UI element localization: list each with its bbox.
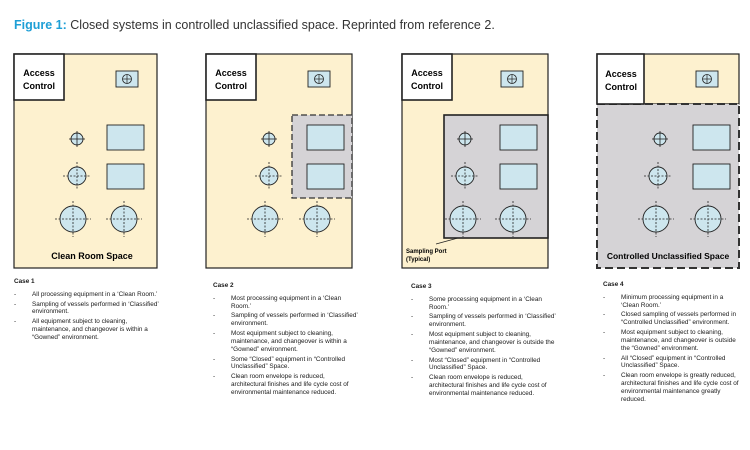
access-control-room [205, 53, 257, 101]
panel-case-4: Access Control Controlled Unclassified S… [596, 53, 740, 269]
case-bullet: All processing equipment in a ‘Clean Roo… [14, 291, 164, 299]
ceiling-port-icon [695, 70, 719, 88]
area-label: Controlled Unclassified Space [607, 251, 730, 261]
access-label-line2: Control [23, 81, 55, 91]
sampling-port-callout-line2: (Typical) [406, 257, 430, 263]
case-bullet: All equipment subject to cleaning, maint… [14, 318, 164, 341]
tank-rectangle-icon [306, 124, 345, 151]
tank-rectangle-icon [499, 124, 538, 151]
case-title: Case 3 [411, 283, 432, 290]
case-title: Case 4 [603, 281, 624, 288]
panel-case-1: Access Control Clean Room Space [13, 53, 158, 269]
case-2-notes: Case 2 Most processing equipment in a ‘Cl… [213, 282, 359, 399]
tank-rectangle-icon [692, 124, 731, 151]
case-bullet-list: Some processing equipment in a ‘Clean Ro… [411, 296, 557, 398]
ceiling-port-icon [307, 70, 331, 88]
case-title: Case 1 [14, 278, 35, 285]
tank-rectangle-icon [499, 163, 538, 190]
sampling-port-callout-line1: Sampling Port [406, 249, 447, 255]
case-bullet: Closed sampling of vessels performed in … [603, 311, 743, 327]
case-bullet: Most processing equipment in a ‘Clean Ro… [213, 295, 359, 311]
access-control-room [596, 53, 645, 105]
access-label-line1: Access [411, 68, 443, 78]
case-bullet: Sampling of vessels performed in ‘Classi… [14, 301, 164, 317]
access-control-room [13, 53, 65, 101]
figure-title: Figure 1: Closed systems in controlled u… [14, 18, 495, 32]
case-bullet-list: All processing equipment in a ‘Clean Roo… [14, 291, 164, 342]
access-label-line2: Control [411, 81, 443, 91]
figure-caption: Closed systems in controlled unclassifie… [70, 18, 495, 32]
case-bullet: Most equipment subject to cleaning, main… [603, 329, 743, 352]
case-bullet: Some processing equipment in a ‘Clean Ro… [411, 296, 557, 312]
case-bullet: Most equipment subject to cleaning, main… [411, 331, 557, 354]
case-3-notes: Case 3 Some processing equipment in a ‘Cl… [411, 283, 557, 400]
access-label-line2: Control [605, 82, 637, 92]
case-bullet: All “Closed” equipment in “Controlled Un… [603, 355, 743, 371]
tank-rectangle-icon [692, 163, 731, 190]
area-label: Clean Room Space [51, 251, 133, 261]
tank-rectangle-icon [306, 163, 345, 190]
case-bullet: Clean room envelope is greatly reduced, … [603, 372, 743, 403]
case-4-notes: Case 4 Minimum processing equipment in a … [603, 281, 743, 405]
panel-case-2: Access Control [205, 53, 353, 269]
tank-rectangle-icon [106, 124, 145, 151]
case-bullet-list: Minimum processing equipment in a ‘Clean… [603, 294, 743, 404]
case-bullet: Most equipment subject to cleaning, main… [213, 330, 359, 353]
case-title: Case 2 [213, 282, 234, 289]
case-bullet: Clean room envelope is reduced, architec… [213, 373, 359, 396]
case-bullet: Minimum processing equipment in a ‘Clean… [603, 294, 743, 310]
case-1-notes: Case 1 All processing equipment in a ‘Cle… [14, 278, 164, 344]
case-bullet: Some “Closed” equipment in “Controlled U… [213, 356, 359, 372]
figure-number: Figure 1: [14, 18, 67, 32]
access-label-line1: Access [215, 68, 247, 78]
panel-case-3: Access Control Sampling Port (Typical) [401, 53, 549, 269]
tank-rectangle-icon [106, 163, 145, 190]
case-bullet: Sampling of vessels performed in ‘Classi… [213, 312, 359, 328]
sampling-port-leader [435, 237, 459, 245]
case-bullet: Clean room envelope is reduced, architec… [411, 374, 557, 397]
ceiling-port-icon [500, 70, 524, 88]
access-control-room [401, 53, 453, 101]
access-label-line1: Access [23, 68, 55, 78]
case-bullet: Sampling of vessels performed in ‘Classi… [411, 313, 557, 329]
case-bullet: Most “Closed” equipment in “Controlled U… [411, 357, 557, 373]
access-label-line2: Control [215, 81, 247, 91]
ceiling-port-icon [115, 70, 139, 88]
case-bullet-list: Most processing equipment in a ‘Clean Ro… [213, 295, 359, 397]
access-label-line1: Access [605, 69, 637, 79]
